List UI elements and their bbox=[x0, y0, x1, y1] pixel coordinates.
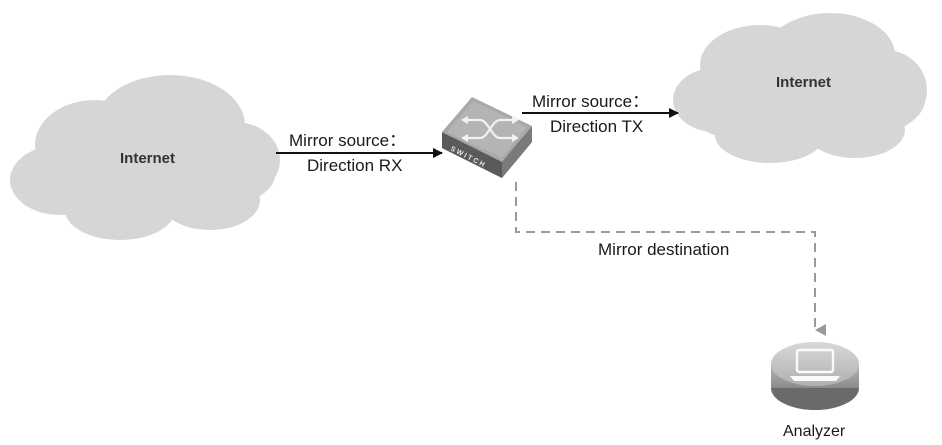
tx-label-line1: Mirror source： bbox=[532, 92, 650, 111]
internet-cloud-left bbox=[10, 75, 280, 240]
internet-cloud-right bbox=[673, 13, 927, 163]
switch-icon: S W I T C H bbox=[442, 97, 532, 178]
rx-label-line2: Direction RX bbox=[307, 156, 403, 175]
mirror-destination-path bbox=[515, 182, 826, 336]
mirror-destination-label: Mirror destination bbox=[598, 240, 730, 259]
tx-label-line2: Direction TX bbox=[550, 117, 644, 136]
internet-left-label: Internet bbox=[120, 150, 176, 167]
laptop-icon bbox=[790, 348, 840, 381]
analyzer-label: Analyzer bbox=[783, 423, 846, 440]
analyzer-icon bbox=[771, 342, 859, 410]
rx-label-line1: Mirror source： bbox=[289, 131, 407, 150]
internet-right-label: Internet bbox=[776, 74, 832, 91]
